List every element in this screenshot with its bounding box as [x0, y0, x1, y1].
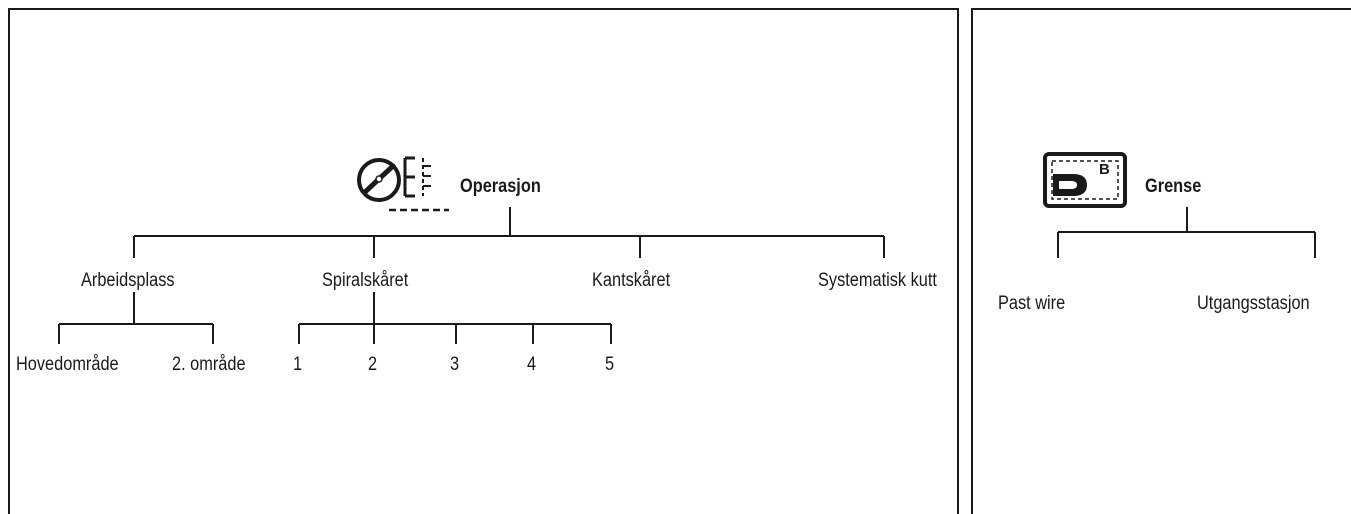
grense-title: Grense [1145, 176, 1202, 197]
operasjon-panel [8, 8, 959, 514]
icon-letter-b: B [1099, 161, 1110, 178]
leaf-spiral-3: 3 [450, 354, 460, 375]
leaf-2-omrade: 2. område [172, 354, 246, 375]
leaf-spiral-2: 2 [368, 354, 378, 375]
branch-systematisk-kutt: Systematisk kutt [818, 270, 937, 291]
branch-utgangsstasjon: Utgangsstasjon [1197, 293, 1310, 314]
leaf-hovedomrade: Hovedområde [16, 354, 119, 375]
branch-spiralskaret: Spiralskåret [322, 270, 409, 291]
grense-panel [971, 8, 1351, 514]
operasjon-title: Operasjon [460, 176, 541, 197]
branch-kantskaret: Kantskåret [592, 270, 671, 291]
leaf-spiral-4: 4 [527, 354, 537, 375]
branch-arbeidsplass: Arbeidsplass [81, 270, 175, 291]
leaf-spiral-1: 1 [293, 354, 303, 375]
branch-past-wire: Past wire [998, 293, 1066, 314]
blade-menu-icon [357, 156, 449, 212]
leaf-spiral-5: 5 [605, 354, 615, 375]
mower-boundary-icon: B [1043, 152, 1127, 208]
